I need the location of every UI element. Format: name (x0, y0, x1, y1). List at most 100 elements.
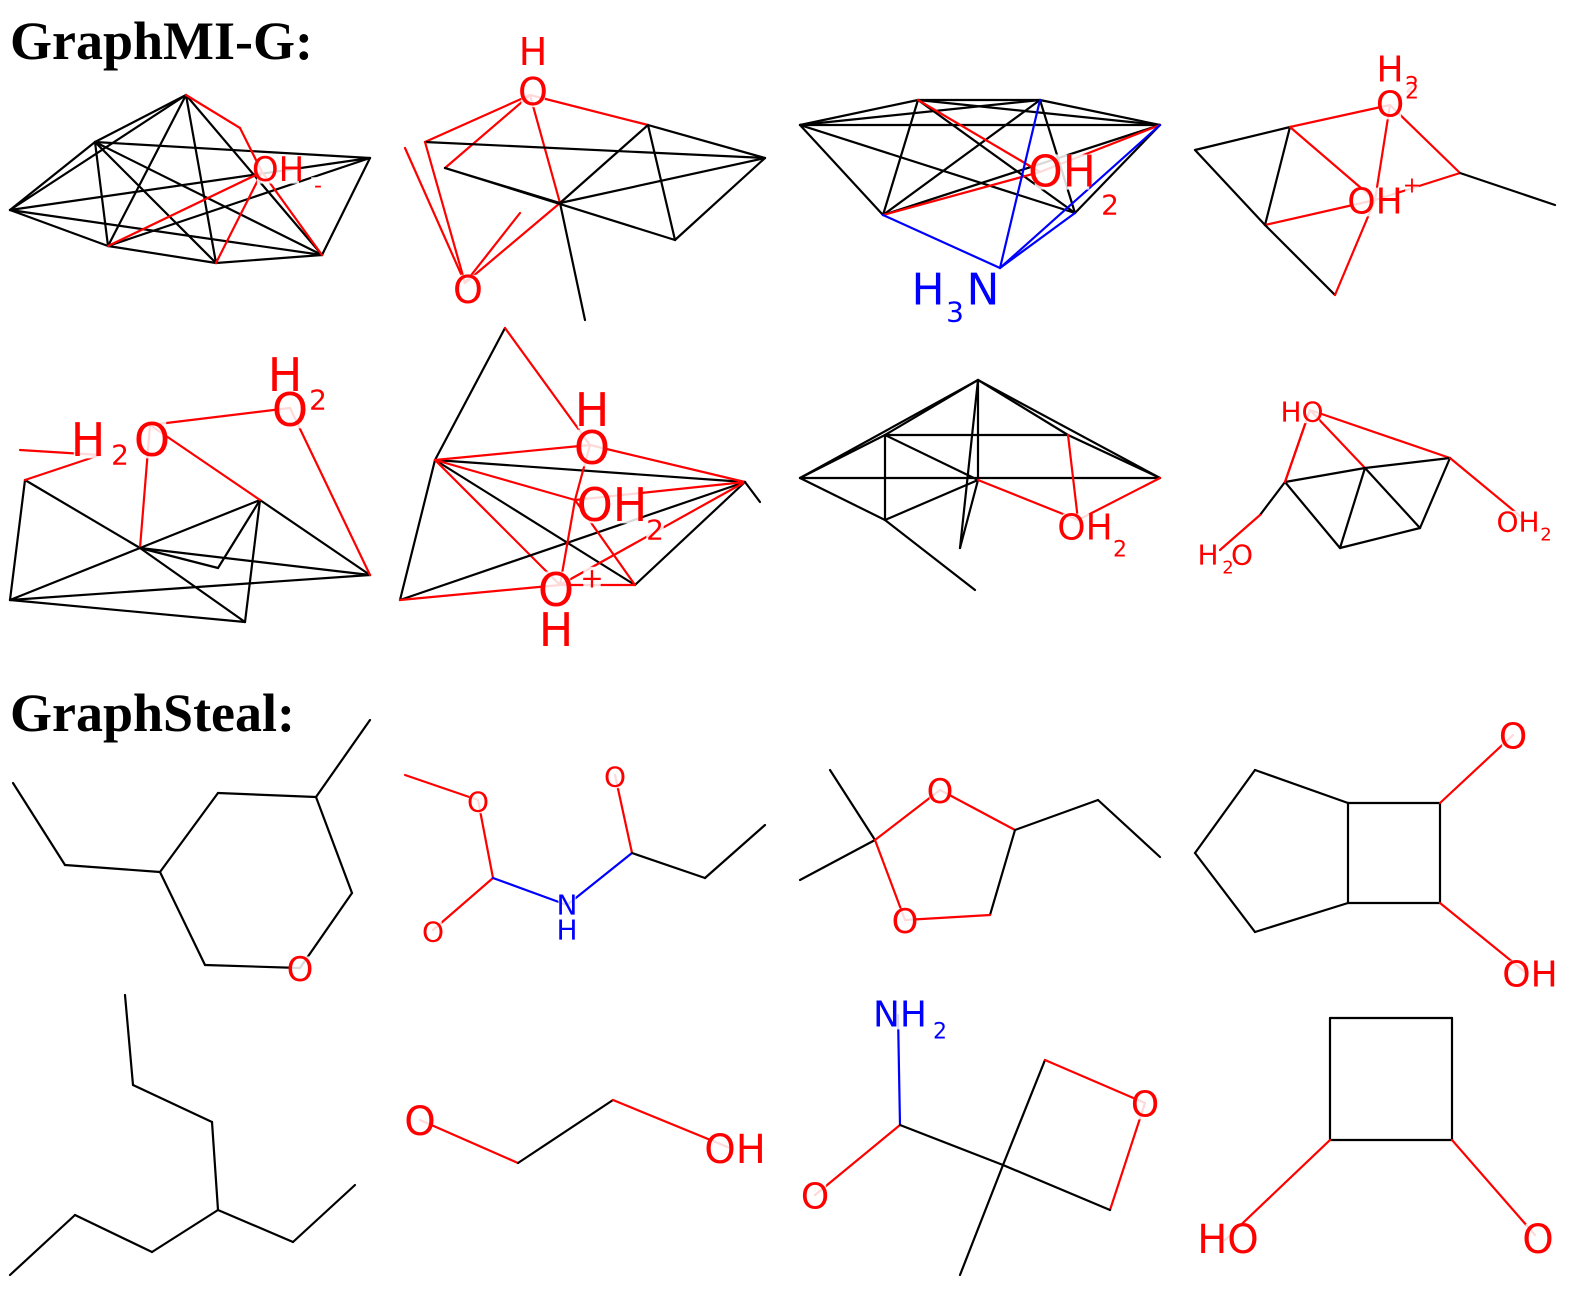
atom-label: OH (1057, 508, 1112, 549)
atom-label: OH (1502, 955, 1557, 996)
bond-line (1458, 171, 1557, 207)
bond-line (23, 453, 102, 482)
bond-line (138, 546, 372, 577)
bond-line (1001, 1163, 1112, 1212)
atom-label: H (1197, 539, 1218, 572)
bond-line (258, 498, 372, 577)
bond-line (1038, 98, 1162, 127)
bond-line (314, 795, 354, 895)
bond-line (433, 443, 592, 462)
atom-label: H (575, 383, 610, 437)
atom-label: H (519, 30, 548, 74)
atom-label-backdrop (256, 156, 300, 184)
bond-line (23, 478, 142, 550)
atom-label-backdrop (137, 421, 167, 459)
atom-label-backdrop (521, 36, 545, 68)
bond-line (1308, 408, 1452, 460)
atom-label: OH (1496, 506, 1539, 539)
bond-line (8, 546, 142, 602)
atom-label: O (453, 268, 483, 312)
atom-label-backdrop (275, 391, 305, 429)
bond-line (896, 1013, 902, 1127)
bond-line (1438, 733, 1515, 805)
atom-label-backdrop (1233, 543, 1251, 567)
atom-label: O (538, 563, 574, 617)
atom-label: 3 (946, 296, 964, 329)
bond-line (398, 480, 747, 602)
atom-label-backdrop (583, 486, 641, 524)
bond-line (1438, 901, 1527, 974)
bond-line (1066, 433, 1162, 480)
bond-line (1373, 103, 1392, 202)
bond-line (123, 993, 135, 1087)
atom-label: N (967, 265, 1000, 316)
atom-label-backdrop (1034, 154, 1090, 190)
atom-label-backdrop (558, 918, 576, 942)
bond-line (1043, 1058, 1147, 1105)
atom-label: 2 (111, 439, 129, 472)
bond-line (528, 93, 650, 127)
bond-line (8, 573, 372, 602)
bond-line (150, 1208, 220, 1254)
molecule-structure: H2O2OH+ (1193, 50, 1557, 297)
bond-line (216, 1208, 295, 1244)
bond-line (988, 828, 1017, 917)
bond-line (423, 93, 532, 144)
atom-label: O (134, 413, 170, 467)
bond-line (646, 123, 677, 242)
atom-label-backdrop (577, 391, 607, 429)
bond-line (958, 378, 980, 550)
atom-label-backdrop (456, 274, 480, 306)
molecule-structure: HOO (403, 30, 767, 322)
atom-label-backdrop (1062, 513, 1108, 543)
atom-label-backdrop (946, 300, 964, 324)
bond-line (1283, 466, 1367, 484)
atom-label-backdrop (929, 778, 951, 806)
atom-label: O (422, 916, 444, 949)
bond-line (1001, 1058, 1047, 1167)
bond-line (1253, 768, 1350, 805)
atom-label-backdrop (877, 1000, 923, 1030)
bond-line (873, 838, 907, 922)
atom-label-backdrop (969, 272, 997, 308)
bond-line (93, 140, 218, 265)
bond-line (260, 170, 324, 257)
atom-label: O (518, 70, 548, 114)
atom-label: OH (252, 150, 304, 190)
bond-line (1073, 123, 1162, 215)
atom-label: HO (1197, 1217, 1259, 1263)
bond-line (883, 433, 980, 482)
bond-line (11, 781, 67, 867)
bond-line (131, 1083, 214, 1124)
bond-line (403, 773, 480, 802)
bond-line (403, 146, 467, 285)
bond-line (1288, 103, 1392, 129)
atom-label-backdrop (933, 1023, 947, 1041)
atom-label-backdrop (521, 76, 545, 108)
atom-label-backdrop (894, 908, 916, 936)
bond-line (503, 326, 592, 447)
bond-line (1448, 456, 1527, 522)
molecule-structure: OO (798, 768, 1162, 942)
bond-line (8, 208, 110, 248)
molecule-structure (8, 993, 357, 1277)
atom-label-backdrop (1507, 960, 1553, 990)
atom-label: N (557, 889, 578, 922)
atom-label: HO (1280, 396, 1323, 429)
bond-line (998, 123, 1162, 270)
atom-label: H (1376, 50, 1403, 91)
bond-line (216, 791, 318, 799)
bond-line (398, 458, 437, 602)
atom-label: O (404, 1099, 435, 1145)
atom-label: H (556, 914, 577, 947)
bond-line (976, 378, 1162, 480)
bond-line (630, 851, 707, 880)
bond-line (703, 823, 767, 880)
atom-label: O (1131, 1085, 1159, 1126)
atom-label-backdrop (1525, 1224, 1551, 1256)
bond-line (798, 98, 920, 127)
bond-line (916, 98, 1042, 174)
